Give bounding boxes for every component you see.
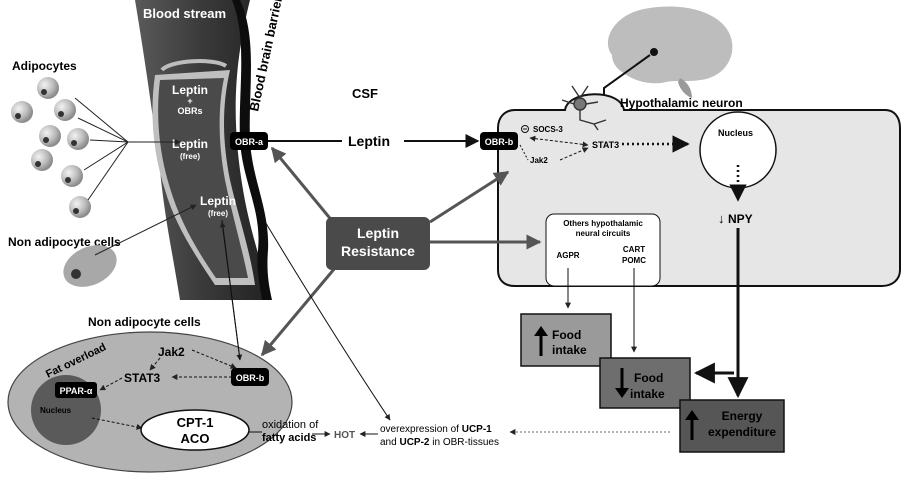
svg-text:and UCP-2 in OBR-tissues: and UCP-2 in OBR-tissues	[380, 437, 499, 448]
agpr-label: AGPR	[556, 251, 579, 260]
svg-text:Leptin: Leptin	[357, 225, 399, 241]
svg-text:Nucleus: Nucleus	[40, 406, 72, 415]
ppar-box	[55, 382, 97, 398]
svg-text:OBR-b: OBR-b	[485, 137, 514, 147]
leptin-csf-label: Leptin	[348, 133, 390, 149]
socs3-label: SOCS-3	[533, 125, 563, 134]
blood-stream-label: Blood stream	[143, 6, 226, 21]
adipocyte-lines	[74, 97, 181, 201]
bbb-label: Blood brain barrier	[246, 0, 285, 113]
hot-label: HOT	[334, 430, 355, 441]
leptin-free-label-1: Leptin	[172, 137, 208, 151]
jak2-cell-label: Jak2	[158, 345, 185, 359]
other-circuits-box	[545, 213, 661, 287]
svg-text:Resistance: Resistance	[341, 243, 415, 259]
svg-text:OBR-b: OBR-b	[236, 373, 265, 383]
adipocytes-label: Adipocytes	[12, 59, 77, 73]
svg-text:CPT-1: CPT-1	[177, 415, 214, 430]
npy-arrow-icon: ↓	[718, 211, 725, 226]
jak2-neuron-label: Jak2	[530, 156, 548, 165]
svg-text:Food: Food	[552, 328, 581, 342]
food-intake-up-box	[520, 313, 612, 367]
svg-text:neural circuits: neural circuits	[576, 229, 631, 238]
obrb-neuron-receptor	[480, 132, 518, 150]
non-adipocyte-bottom-label: Non adipocyte cells	[88, 315, 201, 329]
svg-text:OBR-a: OBR-a	[235, 137, 264, 147]
blood-vessel	[135, 0, 272, 300]
svg-text:Nucleus: Nucleus	[718, 128, 753, 138]
leptin-free-label-2: Leptin	[200, 194, 236, 208]
svg-text:(free): (free)	[180, 152, 200, 161]
hypothalamic-neuron-label: Hypothalamic neuron	[620, 96, 743, 110]
svg-text:PPAR-α: PPAR-α	[60, 386, 93, 396]
svg-text:Food: Food	[634, 371, 663, 385]
neuron-icon	[561, 85, 607, 131]
leptin-resistance-box	[326, 217, 430, 270]
svg-text:ACO: ACO	[181, 431, 210, 446]
down-arrow-icon	[615, 368, 629, 398]
up-arrow-icon	[534, 326, 548, 356]
up-arrow-icon	[685, 410, 699, 440]
pomc-label: POMC	[622, 256, 646, 265]
svg-text:+: +	[187, 96, 192, 106]
brain-icon	[603, 6, 733, 104]
overexpression-label: overexpression of UCP-1	[380, 424, 492, 435]
oxidation-label: oxidation of	[262, 419, 319, 431]
svg-text:fatty acids: fatty acids	[262, 432, 316, 444]
npy-label: NPY	[728, 212, 753, 226]
csf-label: CSF	[352, 86, 378, 101]
stat3-cell-label: STAT3	[124, 371, 161, 385]
cart-label: CART	[623, 245, 645, 254]
leptin-obrs-label: Leptin	[172, 83, 208, 97]
svg-text:Others hypothalamic: Others hypothalamic	[563, 219, 643, 228]
svg-text:Energy: Energy	[722, 409, 763, 423]
obra-receptor	[230, 132, 268, 150]
svg-text:intake: intake	[630, 387, 665, 401]
svg-text:expenditure: expenditure	[708, 425, 776, 439]
obrb-cell-receptor	[231, 368, 269, 386]
svg-text:intake: intake	[552, 343, 587, 357]
svg-text:OBRs: OBRs	[177, 106, 202, 116]
food-intake-down-box	[599, 357, 691, 409]
energy-expenditure-box	[679, 399, 785, 453]
adipocyte-cells	[11, 77, 91, 218]
stat3-neuron-label: STAT3	[592, 140, 619, 150]
cpt1-aco-ellipse	[140, 409, 250, 451]
svg-text:(free): (free)	[208, 209, 228, 218]
